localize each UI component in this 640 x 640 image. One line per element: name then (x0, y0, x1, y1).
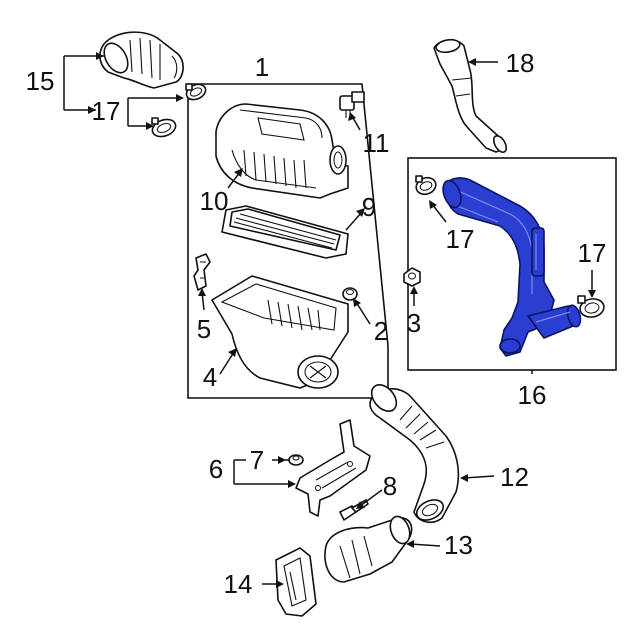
callout-17-box-right: 17 (578, 238, 607, 268)
part-4-lower-housing (211, 275, 349, 389)
callout-18: 18 (506, 48, 535, 78)
callout-17-left: 17 (92, 96, 121, 126)
callout-12: 12 (500, 462, 529, 492)
callout-5: 5 (197, 314, 211, 344)
callout-13: 13 (444, 530, 473, 560)
part-11-sensor (339, 91, 365, 118)
part-16-resonator-duct (442, 177, 582, 357)
part-12-corrugated-hose (369, 384, 460, 524)
callout-8: 8 (383, 471, 397, 501)
callout-4: 4 (203, 362, 217, 392)
part-6-bracket (295, 419, 371, 517)
callout-11: 11 (363, 128, 390, 158)
part-17-clamp-box-lower (577, 295, 605, 318)
air-cleaner-group-box (187, 83, 389, 399)
part-2-grommet (342, 287, 358, 301)
callout-2: 2 (374, 316, 388, 346)
callout-7: 7 (250, 445, 264, 475)
part-3-nut (403, 267, 421, 287)
part-17-clamp-lower (151, 117, 177, 138)
part-14-inlet-duct (275, 547, 317, 617)
arrowheads (88, 52, 596, 588)
callout-3: 3 (407, 308, 421, 338)
part-17-clamp-upper (185, 83, 207, 101)
part-13-duct (324, 515, 413, 583)
callout-14: 14 (224, 569, 253, 599)
part-18-hose (433, 38, 508, 153)
callout-10: 10 (200, 186, 229, 216)
callout-16: 16 (518, 380, 547, 410)
part-17-clamp-box-upper (415, 175, 437, 196)
callout-1: 1 (255, 52, 269, 82)
part-15-upper-hose (99, 31, 184, 89)
leader-lines (63, 55, 593, 585)
part-7-grommet (288, 454, 304, 466)
highlighted-group-box (407, 157, 617, 371)
part-10-air-cleaner-cover (215, 103, 349, 199)
part-9-filter-element (221, 205, 349, 259)
callout-6: 6 (209, 454, 223, 484)
callout-17-box-left: 17 (446, 224, 475, 254)
callout-15: 15 (26, 66, 55, 96)
part-5-clip (193, 253, 211, 291)
callout-9: 9 (362, 192, 376, 222)
